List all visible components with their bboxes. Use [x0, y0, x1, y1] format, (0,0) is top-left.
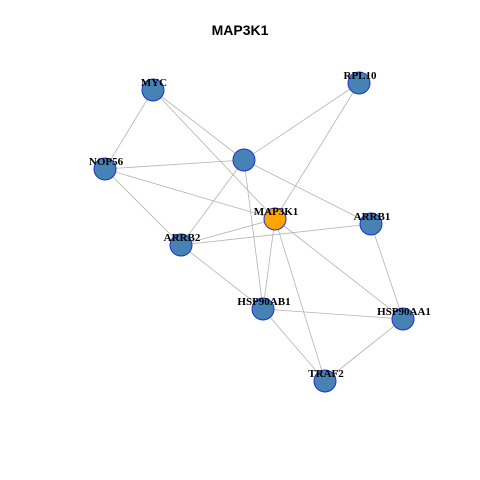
- node-hsp90aa1: [391, 307, 415, 331]
- edge-myc-unlabeled: [152, 89, 245, 161]
- node-label-rpl10: RPL10: [344, 70, 378, 82]
- edge-map3k1-hsp90aa1: [274, 218, 404, 320]
- node-arrb2: [169, 233, 193, 257]
- edge-rpl10-unlabeled: [243, 82, 360, 161]
- edge-map3k1-arrb2: [180, 218, 276, 246]
- edge-myc-nop56: [104, 89, 154, 170]
- edge-nop56-arrb2: [104, 168, 182, 246]
- node-nop56: [93, 157, 117, 181]
- node-unlabeled: [232, 148, 256, 172]
- edge-hsp90ab1-traf2: [262, 308, 326, 382]
- node-label-arrb2: ARRB2: [164, 232, 201, 244]
- node-rpl10: [347, 71, 371, 95]
- node-label-map3k1: MAP3K1: [254, 206, 299, 218]
- node-map3k1: [263, 207, 287, 231]
- edge-hsp90ab1-hsp90aa1: [262, 308, 404, 320]
- edge-arrb2-hsp90ab1: [180, 244, 264, 310]
- edge-map3k1-traf2: [274, 218, 326, 382]
- node-hsp90ab1: [251, 297, 275, 321]
- node-label-hsp90aa1: HSP90AA1: [377, 306, 431, 318]
- edge-arrb1-arrb2: [180, 223, 372, 246]
- edge-unlabeled-arrb1: [243, 159, 372, 225]
- node-label-nop56: NOP56: [89, 156, 124, 168]
- node-label-hsp90ab1: HSP90AB1: [237, 296, 290, 308]
- edge-unlabeled-arrb2: [180, 159, 245, 246]
- node-label-traf2: TRAF2: [308, 368, 344, 380]
- node-label-myc: MYC: [141, 77, 167, 89]
- edge-rpl10-map3k1: [274, 82, 360, 220]
- edge-nop56-unlabeled: [104, 159, 245, 170]
- edge-layer: [104, 82, 404, 382]
- node-traf2: [313, 369, 337, 393]
- edge-map3k1-hsp90ab1: [262, 218, 276, 310]
- edge-unlabeled-hsp90ab1: [243, 159, 264, 310]
- edge-hsp90aa1-traf2: [324, 318, 404, 382]
- chart-title: MAP3K1: [211, 22, 269, 38]
- edge-nop56-map3k1: [104, 168, 276, 220]
- node-label-arrb1: ARRB1: [354, 211, 391, 223]
- edge-myc-map3k1: [152, 89, 276, 220]
- node-arrb1: [359, 212, 383, 236]
- edge-arrb1-hsp90aa1: [370, 223, 404, 320]
- node-layer: [93, 71, 415, 393]
- node-myc: [141, 78, 165, 102]
